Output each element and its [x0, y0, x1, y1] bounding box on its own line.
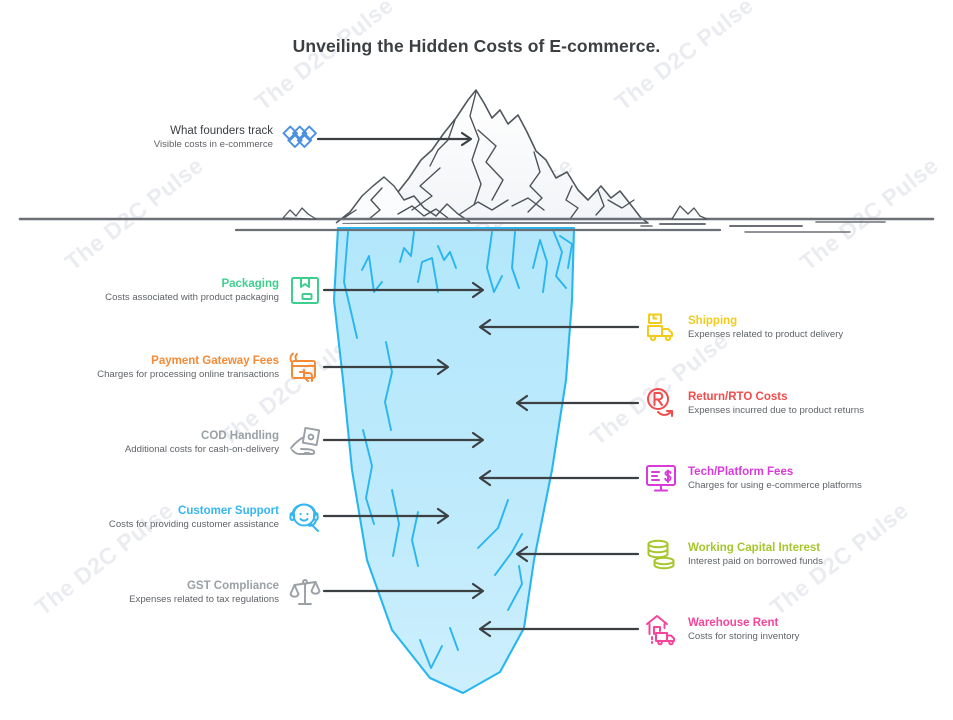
iceberg-peak	[342, 89, 649, 224]
label-title: GST Compliance	[186, 579, 279, 592]
label-title: Payment Gateway Fees	[151, 354, 279, 367]
cash-hand-icon	[290, 426, 321, 455]
label-subtitle: Interest paid on borrowed funds	[688, 555, 823, 567]
label-subtitle: Additional costs for cash-on-delivery	[124, 443, 279, 455]
label-title: Working Capital Interest	[688, 541, 821, 554]
card-tap-icon	[289, 352, 316, 382]
label-return-rto-costs[interactable]: Return/RTO Costs Expenses incurred due t…	[644, 386, 904, 420]
label-title: COD Handling	[201, 429, 279, 442]
package-box-icon	[291, 277, 319, 304]
label-customer-support[interactable]: Customer Support Costs for providing cus…	[72, 500, 322, 534]
label-subtitle: Charges for using e-commerce platforms	[688, 479, 862, 491]
label-title: Customer Support	[178, 504, 279, 517]
label-cod-handling[interactable]: COD Handling Additional costs for cash-o…	[80, 425, 322, 459]
iceberg-peak-facets	[343, 91, 635, 220]
label-subtitle: Expenses related to tax regulations	[129, 593, 279, 605]
label-working-capital-interest[interactable]: Working Capital Interest Interest paid o…	[644, 537, 904, 571]
label-title: Packaging	[221, 277, 279, 290]
label-subtitle: Expenses related to product delivery	[688, 328, 844, 340]
label-title: Tech/Platform Fees	[688, 465, 794, 478]
iceberg-cracks	[343, 229, 573, 669]
small-iceberg-right	[671, 205, 708, 220]
label-title: Return/RTO Costs	[688, 390, 788, 403]
delivery-truck-icon	[647, 313, 673, 342]
arrow-cod-handling	[322, 431, 485, 449]
headset-support-icon	[289, 503, 319, 532]
label-shipping[interactable]: Shipping Expenses related to product del…	[644, 310, 904, 344]
arrow-return-rto-costs	[515, 394, 640, 412]
label-title: Shipping	[688, 314, 738, 327]
label-subtitle: Costs for providing customer assistance	[108, 518, 279, 530]
arrow-what-founders-track	[316, 131, 473, 147]
label-tech-platform-fees[interactable]: Tech/Platform Fees Charges for using e-c…	[644, 461, 904, 495]
arrow-gst-compliance	[322, 582, 485, 600]
label-subtitle: Expenses incurred due to product returns	[688, 404, 864, 416]
label-subtitle: Costs associated with product packaging	[105, 291, 279, 303]
label-title: What founders track	[170, 124, 273, 137]
label-subtitle: Costs for storing inventory	[688, 630, 800, 642]
monitor-dollar-icon	[646, 465, 676, 492]
label-subtitle: Charges for processing online transactio…	[97, 368, 279, 380]
scales-balance-icon	[289, 579, 321, 605]
small-iceberg-left	[282, 207, 317, 220]
label-title: Warehouse Rent	[688, 616, 779, 629]
iceberg-submerged	[332, 226, 576, 695]
arrow-packaging	[322, 281, 485, 299]
label-what-founders-track[interactable]: What founders track Visible costs in e-c…	[116, 122, 318, 152]
coin-stack-icon	[647, 539, 675, 570]
diamond-cluster-icon	[282, 125, 317, 148]
arrow-working-capital-interest	[515, 545, 640, 563]
label-payment-gateway-fees[interactable]: Payment Gateway Fees Charges for process…	[60, 350, 322, 384]
iceberg-peak-front-left	[335, 176, 471, 224]
waterline	[18, 217, 935, 233]
label-gst-compliance[interactable]: GST Compliance Expenses related to tax r…	[80, 575, 322, 609]
label-packaging[interactable]: Packaging Costs associated with product …	[72, 273, 322, 307]
label-warehouse-rent[interactable]: Warehouse Rent Costs for storing invento…	[644, 612, 904, 646]
arrow-payment-gateway-fees	[322, 358, 450, 376]
arrow-shipping	[478, 318, 640, 336]
label-subtitle: Visible costs in e-commerce	[153, 138, 273, 150]
connector-arrows	[316, 131, 640, 638]
return-arrow-icon	[647, 388, 673, 417]
arrow-customer-support	[322, 507, 450, 525]
arrow-tech-platform-fees	[478, 469, 640, 487]
arrow-warehouse-rent	[478, 620, 640, 638]
warehouse-truck-icon	[646, 615, 675, 646]
page-title: Unveiling the Hidden Costs of E-commerce…	[292, 36, 661, 56]
